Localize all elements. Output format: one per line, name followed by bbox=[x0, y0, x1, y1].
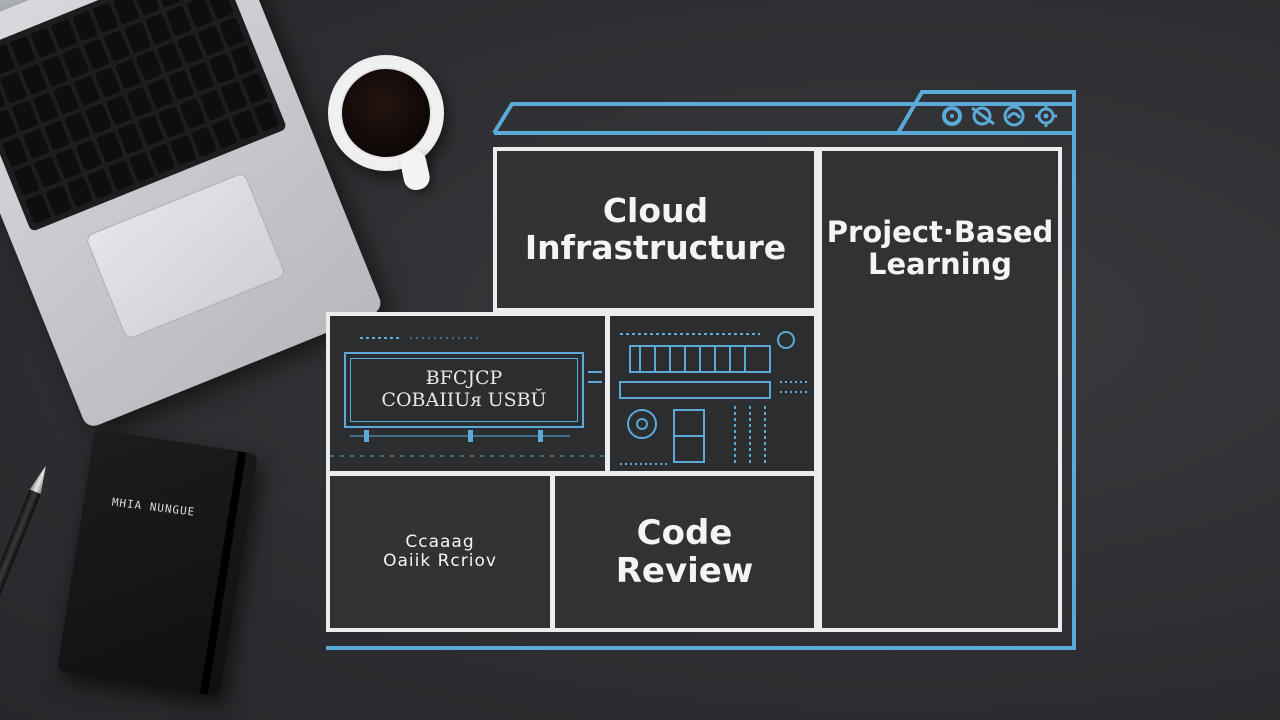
circuit-sketch bbox=[619, 331, 808, 466]
cloud-icon bbox=[1003, 105, 1025, 127]
settings-icon bbox=[971, 106, 995, 126]
wireframe-text: ɃFCJCP COBAIIUᴙ USBŬ bbox=[381, 367, 547, 411]
panel-title: Cloud Infrastructure bbox=[524, 190, 787, 267]
coffee-cup bbox=[328, 55, 444, 171]
circle-icon bbox=[942, 106, 962, 126]
panel-wireframe: ɃFCJCP COBAIIUᴙ USBŬ bbox=[326, 312, 609, 475]
browser-titlebar-outline bbox=[492, 102, 1073, 135]
panel-project-based-learning: Project·Based Learning bbox=[818, 147, 1062, 632]
panel-cloud-infrastructure: Cloud Infrastructure bbox=[493, 147, 818, 312]
panel-review-small: Ccaaag Oaiik Rcriov bbox=[326, 472, 554, 632]
panel-circuit-diagram bbox=[606, 312, 818, 475]
panel-title: Project·Based Learning bbox=[826, 215, 1054, 282]
wireframe-box: ɃFCJCP COBAIIUᴙ USBŬ bbox=[344, 352, 584, 428]
browser-controls-tab bbox=[896, 90, 1076, 135]
coffee bbox=[340, 67, 432, 159]
panel-code-review: Code Review bbox=[551, 472, 818, 632]
wireframe-sketch bbox=[330, 337, 605, 457]
panel-title: Code Review bbox=[615, 512, 754, 591]
gear-icon bbox=[1035, 105, 1057, 127]
panel-title: Ccaaag Oaiik Rcriov bbox=[383, 531, 497, 571]
